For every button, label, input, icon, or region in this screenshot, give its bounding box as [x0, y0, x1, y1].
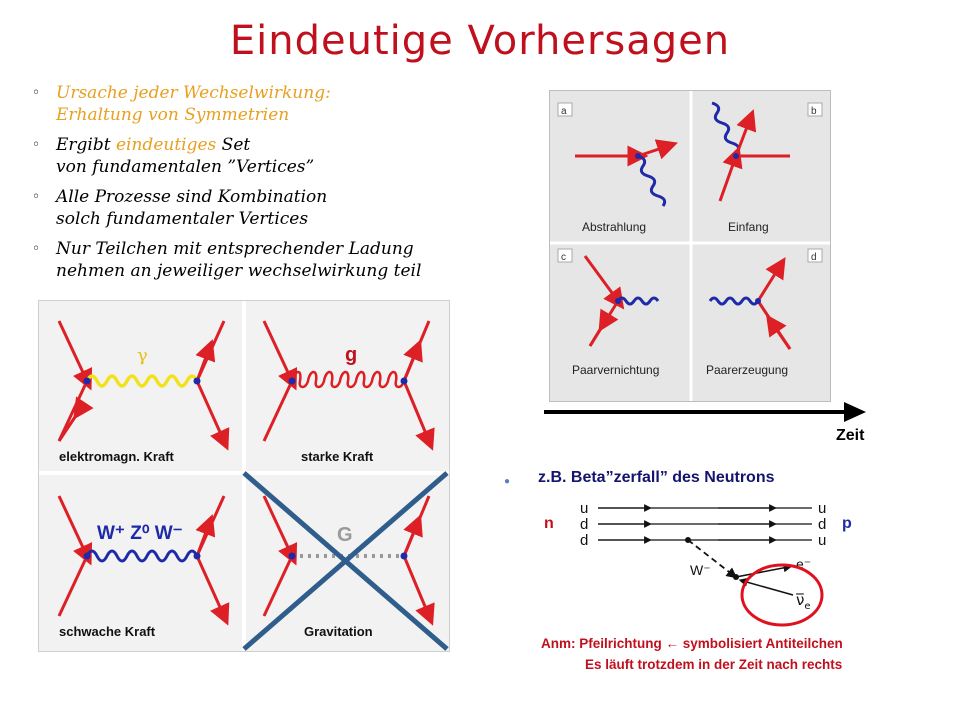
beta-bullet-icon: ● — [504, 476, 511, 487]
bullet-line: Nur Teilchen mit entsprechender Ladung — [56, 239, 414, 259]
bullet-line: Alle Prozesse sind Kombination — [56, 187, 328, 207]
strong-force-diagram: g starke Kraft — [262, 320, 435, 464]
w-boson-label: W⁻ — [690, 562, 711, 578]
bullet-line: Ursache jeder Wechselwirkung: — [56, 83, 331, 103]
vertex-b-label: Einfang — [728, 220, 769, 234]
gluon-line — [290, 370, 406, 389]
quark-left: d — [580, 532, 588, 549]
weak-force-diagram: W⁺ Z⁰ W⁻ schwache Kraft — [57, 495, 230, 639]
antineutrino-label: ν̅e — [796, 591, 811, 612]
vertex-b: Einfang — [711, 101, 790, 234]
bullet-dot-icon: ◦ — [32, 241, 41, 257]
em-force-label: elektromagn. Kraft — [59, 449, 175, 464]
beta-decay-title: z.B. Beta”zerfall” des Neutrons — [538, 469, 775, 486]
vertex-c-label: Paarvernichtung — [572, 363, 659, 377]
vertex-d-label: Paarerzeugung — [706, 363, 788, 377]
quark-right: u — [818, 500, 826, 517]
time-arrow — [540, 400, 870, 429]
graviton-symbol: G — [337, 524, 353, 546]
svg-text:a: a — [561, 106, 567, 117]
strong-force-label: starke Kraft — [301, 449, 374, 464]
vertex-diagrams: a b c d Abstrahlung Einfang Paa — [550, 91, 830, 401]
bullet-dot-icon: ◦ — [32, 189, 41, 205]
vertex-a-label: Abstrahlung — [582, 220, 646, 234]
beta-decay-diagram: n p u d d u d u W⁻ e⁻ ν̅e — [538, 495, 878, 630]
weak-force-label: schwache Kraft — [59, 624, 156, 639]
vertex-grid: a b c d Abstrahlung Einfang Paa — [549, 90, 831, 402]
quark-left: d — [580, 516, 588, 533]
bullet-item: ◦ Ergibt eindeutiges Set von fundamental… — [30, 134, 490, 178]
photon-line — [85, 374, 199, 388]
bullet-dot-icon: ◦ — [32, 137, 41, 153]
note-line-1: Anm: Pfeilrichtung ← symbolisiert Antite… — [541, 636, 843, 651]
page-title: Eindeutige Vorhersagen — [229, 18, 731, 64]
note-line-2: Es läuft trotzdem in der Zeit nach recht… — [585, 657, 843, 672]
bullet-line: nehmen an jeweiliger wechselwirkung teil — [56, 261, 422, 281]
tag-a: a — [557, 102, 573, 117]
tag-d: d — [807, 248, 823, 263]
quark-right: u — [818, 532, 826, 549]
photon-symbol: γ — [137, 345, 148, 366]
svg-text:d: d — [811, 252, 817, 263]
bullet-highlight: eindeutiges — [115, 135, 217, 155]
vertex-c: Paarvernichtung — [572, 255, 659, 377]
quark-right: d — [818, 516, 826, 533]
bullet-item: ◦ Nur Teilchen mit entsprechender Ladung… — [30, 238, 490, 282]
bullet-item: ◦ Alle Prozesse sind Kombination solch f… — [30, 186, 490, 230]
gravitation-diagram: G Gravitation — [242, 471, 449, 651]
bullet-list: ◦ Ursache jeder Wechselwirkung: Erhaltun… — [30, 82, 490, 290]
bullet-line: solch fundamentaler Vertices — [56, 209, 309, 229]
bullet-text: Ergibt — [56, 135, 116, 155]
tag-c: c — [557, 248, 573, 263]
bullet-line: Ergibt eindeutiges Set — [56, 134, 490, 156]
tag-b: b — [807, 102, 823, 117]
quark-left: u — [580, 500, 588, 517]
cross-out-line — [242, 471, 449, 651]
bullet-dot-icon: ◦ — [32, 85, 41, 101]
svg-text:c: c — [561, 252, 566, 263]
em-force-diagram: γ elektromagn. Kraft — [57, 320, 230, 464]
gluon-symbol: g — [345, 344, 357, 366]
bullet-item: ◦ Ursache jeder Wechselwirkung: Erhaltun… — [30, 82, 490, 126]
gravitation-label: Gravitation — [304, 624, 373, 639]
forces-diagram: γ elektromagn. Kraft g starke Kraft — [39, 301, 449, 651]
vertex-a: Abstrahlung — [575, 139, 678, 234]
bullet-text: Set — [216, 135, 251, 155]
proton-label: p — [842, 515, 852, 532]
bullet-line: von fundamentalen ”Vertices” — [56, 157, 315, 177]
vertex-d: Paarerzeugung — [706, 257, 792, 377]
highlight-circle — [740, 563, 824, 627]
forces-panel: γ elektromagn. Kraft g starke Kraft — [38, 300, 450, 652]
bullet-line: Erhaltung von Symmetrien — [56, 105, 290, 125]
weak-boson-symbols: W⁺ Z⁰ W⁻ — [97, 523, 183, 544]
time-label: Zeit — [836, 427, 865, 444]
neutron-label: n — [544, 515, 554, 532]
weak-boson-line — [85, 549, 199, 563]
svg-text:b: b — [811, 106, 817, 117]
